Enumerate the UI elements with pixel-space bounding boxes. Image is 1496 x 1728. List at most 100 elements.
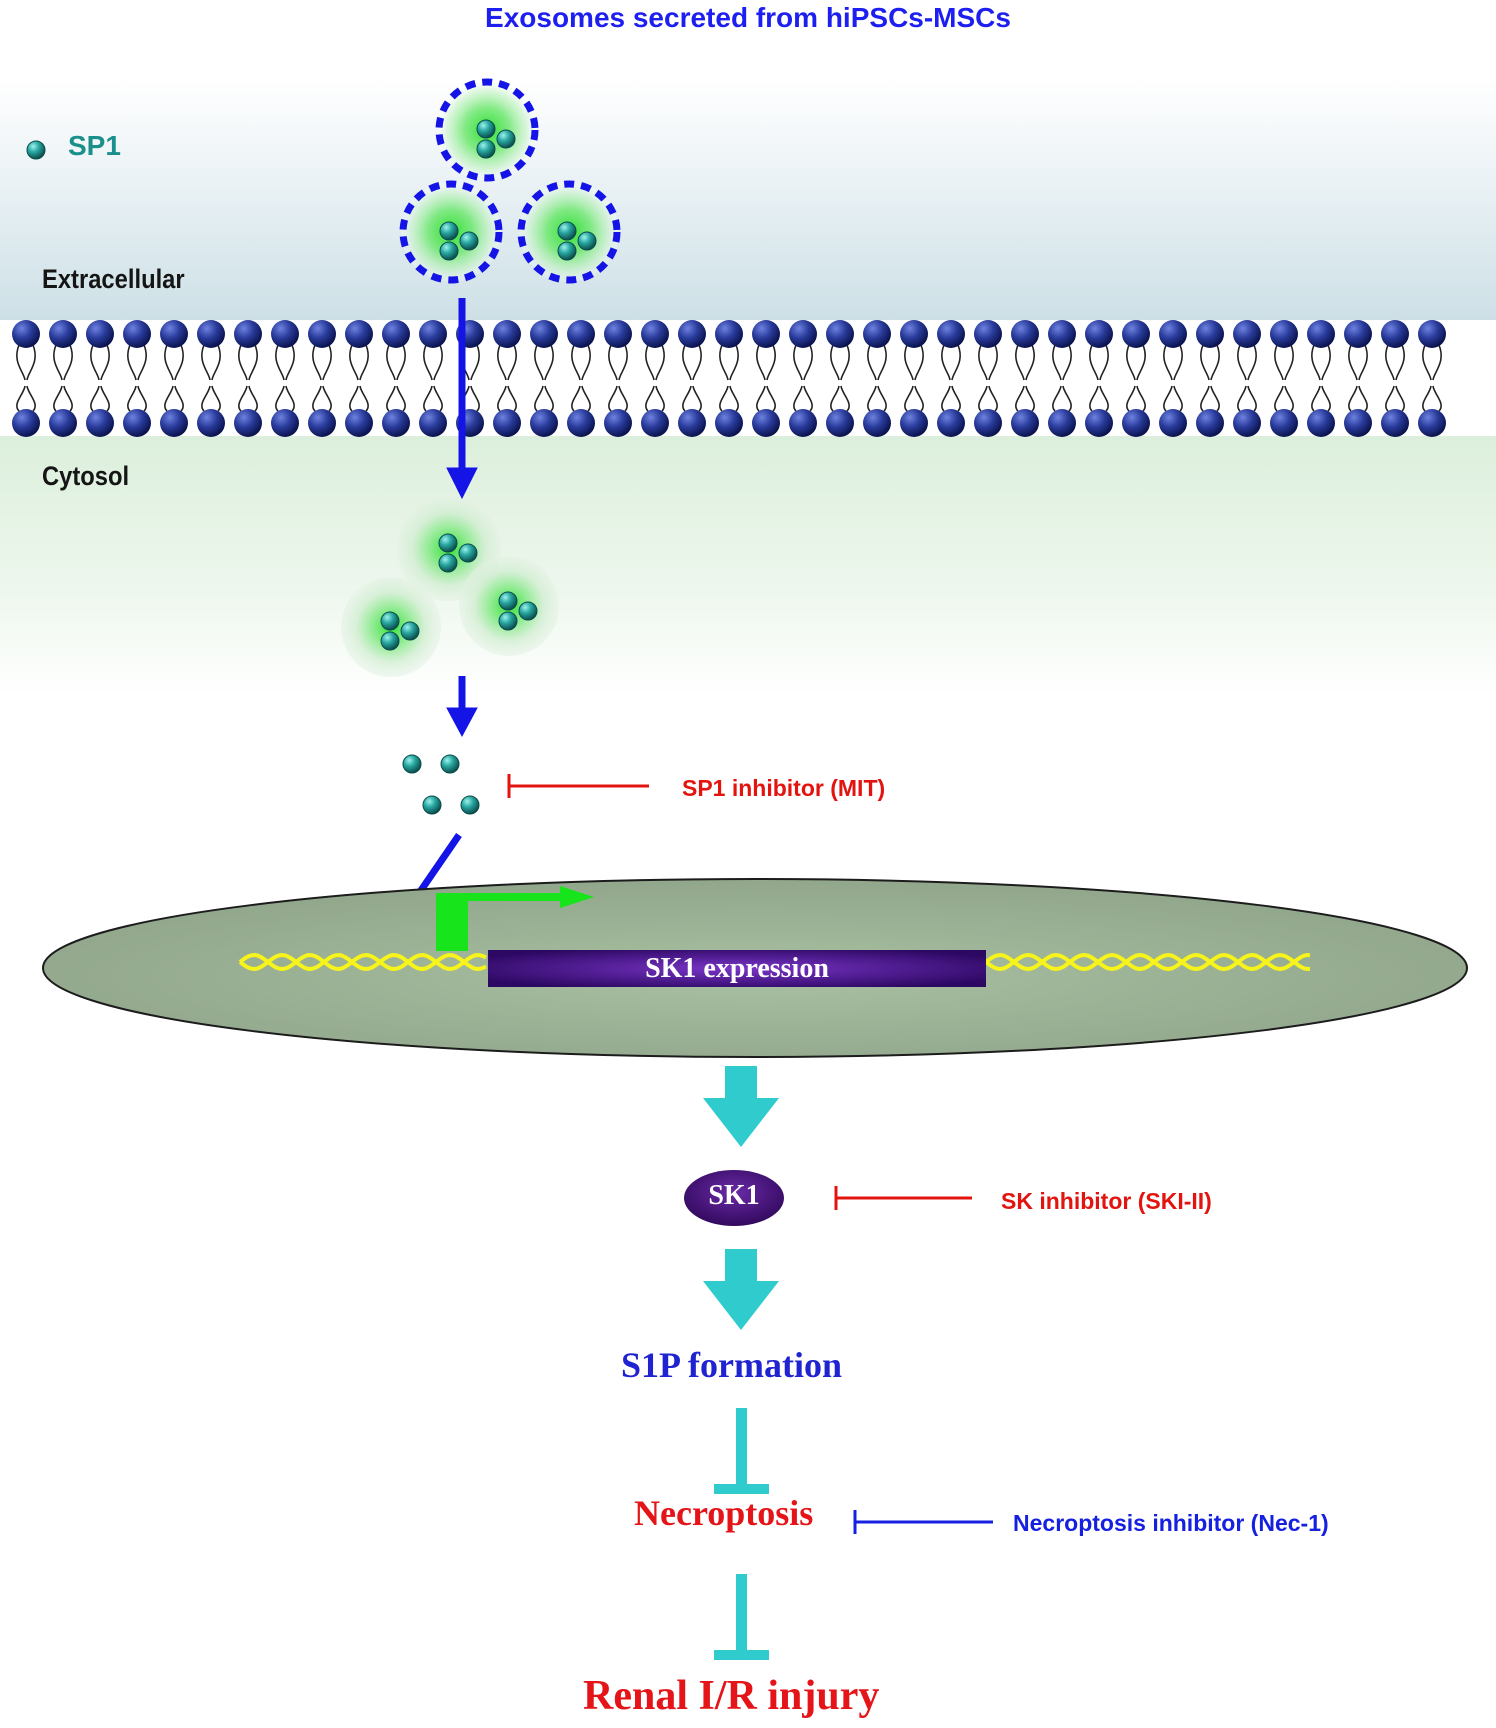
phospholipid [567,320,595,381]
phospholipid [160,320,188,381]
sk1-gene-box [488,950,986,987]
sp1-particle [577,231,597,251]
phospholipid [1085,385,1113,437]
renal-injury-label: Renal I/R injury [583,1673,880,1719]
flow-arrows [703,1066,779,1330]
sp1-particle [557,221,577,241]
extracellular-label: Extracellular [42,264,185,294]
phospholipid [1196,320,1224,381]
sp1-particle [496,129,516,149]
phospholipid [12,320,40,381]
phospholipid [419,385,447,437]
phospholipid [863,320,891,381]
phospholipid [197,320,225,381]
phospholipid [1122,320,1150,381]
phospholipid [1307,385,1335,437]
sp1-particle [380,611,400,631]
phospholipid [974,385,1002,437]
sp1-particle [380,631,400,651]
sp1-particle [438,553,458,573]
phospholipid [493,385,521,437]
phospholipid [1196,385,1224,437]
phospholipid [123,385,151,437]
phospholipid [419,320,447,381]
phospholipid [641,385,669,437]
phospholipid [826,320,854,381]
sp1-particle [518,601,538,621]
sp1-particle [439,221,459,241]
dna-strand [238,952,1311,972]
sk-inhibitor-label: SK inhibitor (SKI-II) [1001,1188,1212,1214]
phospholipid [345,320,373,381]
phospholipid [308,385,336,437]
phospholipid [1418,385,1446,437]
sp1-particle [400,621,420,641]
phospholipid [678,385,706,437]
sp1-particle [476,139,496,159]
phospholipid [123,320,151,381]
phospholipid [382,385,410,437]
phospholipid [789,320,817,381]
phospholipid [604,320,632,381]
inhibitor-bars [507,774,993,1534]
sp1-inhibitor-label: SP1 inhibitor (MIT) [682,775,886,801]
sp1-particle [438,533,458,553]
sp1-particle [476,119,496,139]
phospholipid [1344,385,1372,437]
sp1-particle [422,795,442,815]
phospholipid [1011,320,1039,381]
sp1-legend-particle [26,140,46,160]
phospholipid [1122,385,1150,437]
phospholipid [678,320,706,381]
phospholipid [308,320,336,381]
s1p-formation-label: S1P formation [621,1345,842,1385]
inhibition-bars [714,1408,769,1660]
phospholipid [974,320,1002,381]
extracellular-region [0,80,1496,320]
phospholipid [1233,320,1261,381]
cytosol-label: Cytosol [42,461,130,491]
phospholipid [49,320,77,381]
phospholipid [715,320,743,381]
phospholipid [1085,320,1113,381]
necroptosis-label: Necroptosis [634,1493,814,1533]
phospholipid [715,385,743,437]
phospholipid [789,385,817,437]
phospholipid [12,385,40,437]
phospholipid [160,385,188,437]
phospholipid [345,385,373,437]
phospholipid [530,320,558,381]
sp1-particle [458,543,478,563]
phospholipid [937,385,965,437]
necroptosis-inhibitor-label: Necroptosis inhibitor (Nec-1) [1013,1510,1329,1536]
lipid-bilayer [12,320,1446,437]
phospholipid [641,320,669,381]
sp1-particle [498,611,518,631]
phospholipid [937,320,965,381]
phospholipid [234,320,262,381]
phospholipid [1270,320,1298,381]
sp1-particle [402,754,422,774]
phospholipid [826,385,854,437]
sp1-particle [557,241,577,261]
phospholipid [863,385,891,437]
phospholipid [1048,385,1076,437]
phospholipid [752,320,780,381]
sp1-legend-label: SP1 [68,130,121,161]
phospholipid [1159,320,1187,381]
sp1-particle [439,241,459,261]
phospholipid [567,385,595,437]
sp1-particle [460,795,480,815]
phospholipid [86,320,114,381]
cytosol-region [0,436,1496,696]
phospholipid [234,385,262,437]
phospholipid [1233,385,1261,437]
phospholipid [1270,385,1298,437]
phospholipid [1048,320,1076,381]
phospholipid [1307,320,1335,381]
sk1-protein-label: SK1 [708,1180,760,1211]
phospholipid [530,385,558,437]
phospholipid [1418,320,1446,381]
sp1-particle [440,754,460,774]
